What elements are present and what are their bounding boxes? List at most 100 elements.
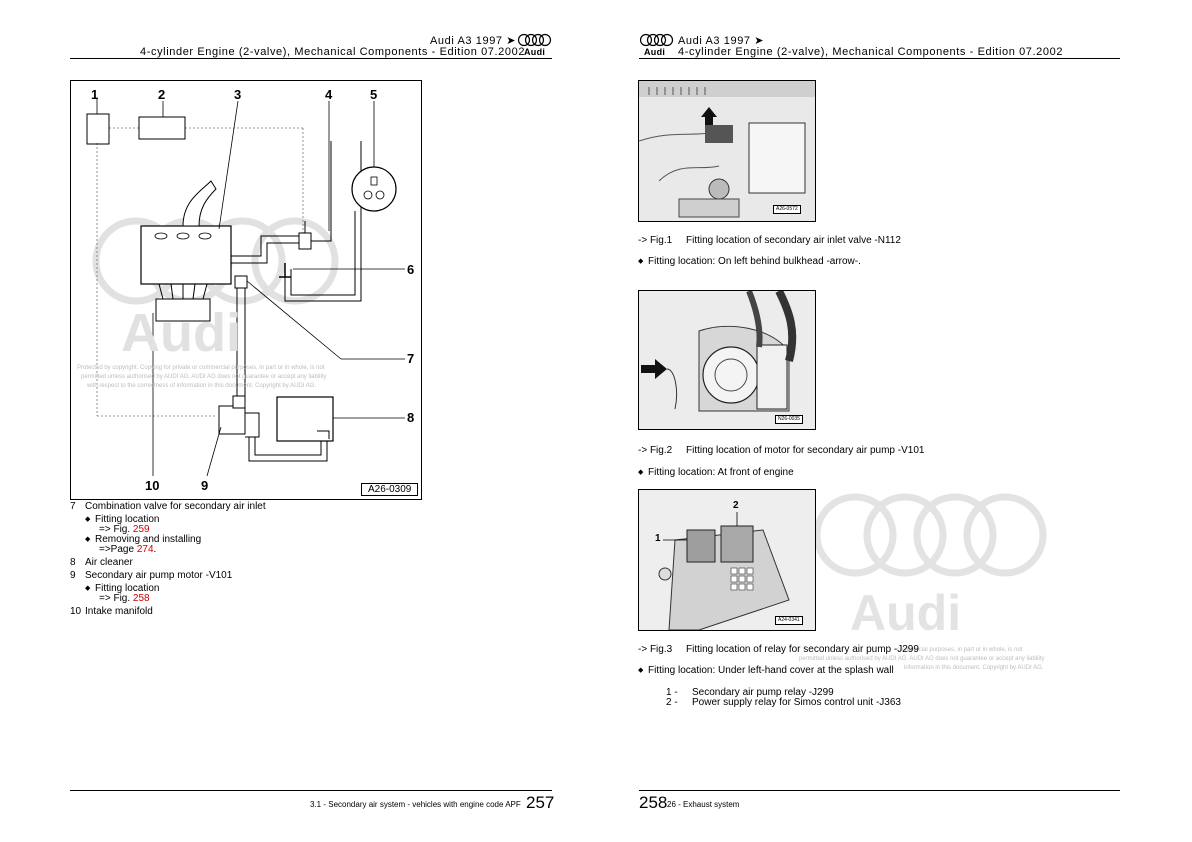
page-ref-link[interactable]: 274 <box>136 544 154 555</box>
footer-rule <box>639 790 1120 791</box>
bullet-text: Fitting location: On left behind bulkhea… <box>648 256 861 267</box>
legend-item-8: 8 Air cleaner <box>70 557 133 568</box>
fig2-bullet: ◆ Fitting location: At front of engine <box>638 467 794 478</box>
ref-prefix: => Fig. <box>99 593 131 604</box>
diagram-label-8: 8 <box>407 410 415 425</box>
left-header-subtitle: 4-cylinder Engine (2-valve), Mechanical … <box>140 46 526 58</box>
relay-list-item-1: 1 - Secondary air pump relay -J299 <box>666 687 834 698</box>
legend-item-7-bullet-2: ◆Removing and installing <box>85 534 201 545</box>
secondary-air-system-diagram: Audi 1 2 3 4 5 6 7 8 10 9 A26-0309 Prote… <box>70 80 422 500</box>
legend-item-7-ref-1: => Fig. 259 <box>99 524 150 535</box>
bullet-icon: ◆ <box>638 258 644 266</box>
fig3-bullet: ◆ Fitting location: Under left-hand cover… <box>638 665 894 676</box>
right-page-number: 258 <box>639 793 668 812</box>
relay-num: 2 - <box>666 697 678 708</box>
fig1-photo: A26-0572 <box>638 80 816 222</box>
fig2-photo: N26-0035 <box>638 290 816 430</box>
fig2-caption-text: Fitting location of motor for secondary … <box>686 445 925 456</box>
fig2-arrow-icon <box>641 359 667 379</box>
fig1-ref: -> Fig.1 <box>638 235 673 246</box>
fig1-caption: -> Fig.1 Fitting location of secondary a… <box>638 235 901 246</box>
fig2-ref: -> Fig.2 <box>638 445 673 456</box>
legend-text: Air cleaner <box>85 557 133 568</box>
audi-logo-word: Audi <box>524 47 546 57</box>
fig3-caption-text: Fitting location of relay for secondary … <box>686 644 919 655</box>
fig3-code: A24-0341 <box>775 616 803 625</box>
legend-text: Combination valve for secondary air inle… <box>85 501 266 512</box>
fig3-caption: -> Fig.3 Fitting location of relay for s… <box>638 644 919 655</box>
page-watermark-line-3: information in this document. Copyright … <box>904 665 1044 671</box>
relay-text: Secondary air pump relay -J299 <box>692 687 834 698</box>
legend-item-7-bullet-1: ◆ Fitting location <box>85 514 159 525</box>
left-page-number: 257 <box>526 793 555 812</box>
diagram-label-4: 4 <box>325 87 333 102</box>
diagram-label-5: 5 <box>370 87 378 102</box>
legend-text: Secondary air pump motor -V101 <box>85 570 233 581</box>
diagram-label-2: 2 <box>158 87 166 102</box>
fig3-photo: 2 1 A24-0341 <box>638 489 816 631</box>
relay-text: Power supply relay for Simos control uni… <box>692 697 901 708</box>
fig1-code: A26-0572 <box>773 205 801 214</box>
relay-num: 1 - <box>666 687 678 698</box>
legend-number: 7 <box>70 501 76 512</box>
page-watermark-line-2: permitted unless authorised by AUDI AG. … <box>799 656 1045 662</box>
fig-ref-link[interactable]: 259 <box>132 524 150 535</box>
diagram-label-1: 1 <box>91 87 99 102</box>
diagram-label-10: 10 <box>145 478 160 493</box>
ref-suffix: . <box>153 544 157 555</box>
fig-ref-link[interactable]: 258 <box>132 593 150 604</box>
footer-rule <box>70 790 552 791</box>
legend-text: Intake manifold <box>85 606 153 617</box>
fig3-ref: -> Fig.3 <box>638 644 673 655</box>
diagram-watermark-line-1: Protected by copyright. Copying for priv… <box>77 365 325 371</box>
legend-item-10: 10 Intake manifold <box>70 606 153 617</box>
bullet-icon: ◆ <box>85 585 91 593</box>
legend-number: 8 <box>70 557 76 568</box>
legend-number: 9 <box>70 570 76 581</box>
bullet-text: Removing and installing <box>95 534 202 545</box>
bullet-text: Fitting location <box>95 514 160 525</box>
diagram-watermark-line-3: with respect to the correctness of infor… <box>87 383 317 389</box>
header-rule <box>70 58 552 59</box>
page-watermark-line-1: commercial purposes, in part or in whole… <box>897 647 1023 653</box>
header-rule <box>639 58 1120 59</box>
legend-item-7: 7 Combination valve for secondary air in… <box>70 501 266 512</box>
legend-item-9-bullet-1: ◆ Fitting location <box>85 583 159 594</box>
page-watermark-word: Audi <box>850 585 961 640</box>
fig3-label-2: 2 <box>733 500 739 511</box>
audi-logo-word: Audi <box>644 47 666 57</box>
right-footer-text: 26 - Exhaust system <box>667 800 740 809</box>
legend-item-9: 9 Secondary air pump motor -V101 <box>70 570 232 581</box>
diagram-code: A26-0309 <box>361 483 419 496</box>
diagram-label-6: 6 <box>407 262 415 277</box>
relay-list-item-2: 2 - Power supply relay for Simos control… <box>666 697 901 708</box>
audi-rings-icon <box>639 33 675 52</box>
left-footer-text: 3.1 - Secondary air system - vehicles wi… <box>310 800 521 809</box>
left-header-title: Audi A3 1997 ➤ <box>430 35 517 47</box>
page-watermark: Audi <box>810 490 1050 645</box>
bullet-icon: ◆ <box>638 469 644 477</box>
fig2-caption: -> Fig.2 Fitting location of motor for s… <box>638 445 924 456</box>
fig3-label-1: 1 <box>655 533 661 544</box>
right-header-title: Audi A3 1997 ➤ <box>678 35 765 47</box>
bullet-text: Fitting location: At front of engine <box>648 467 794 478</box>
fig1-caption-text: Fitting location of secondary air inlet … <box>686 235 901 246</box>
diagram-label-3: 3 <box>234 87 242 102</box>
diagram-watermark-word: Audi <box>121 303 241 363</box>
ref-prefix: =>Page <box>99 544 135 555</box>
legend-item-9-ref-1: => Fig. 258 <box>99 593 150 604</box>
fig1-bullet: ◆ Fitting location: On left behind bulkhe… <box>638 256 861 267</box>
bullet-icon: ◆ <box>638 667 644 675</box>
right-header-subtitle: 4-cylinder Engine (2-valve), Mechanical … <box>678 46 1064 58</box>
diagram-watermark-line-2: permitted unless authorised by AUDI AG. … <box>81 374 327 380</box>
bullet-text: Fitting location <box>95 583 160 594</box>
diagram-label-7: 7 <box>407 351 415 366</box>
legend-item-7-ref-2: =>Page 274. <box>99 544 156 555</box>
diagram-label-9: 9 <box>201 478 209 493</box>
ref-prefix: => Fig. <box>99 524 131 535</box>
bullet-icon: ◆ <box>85 516 91 524</box>
fig2-code: N26-0035 <box>775 415 803 424</box>
audi-rings-icon <box>517 33 553 52</box>
legend-number: 10 <box>70 606 82 617</box>
bullet-text: Fitting location: Under left-hand cover … <box>648 665 894 676</box>
